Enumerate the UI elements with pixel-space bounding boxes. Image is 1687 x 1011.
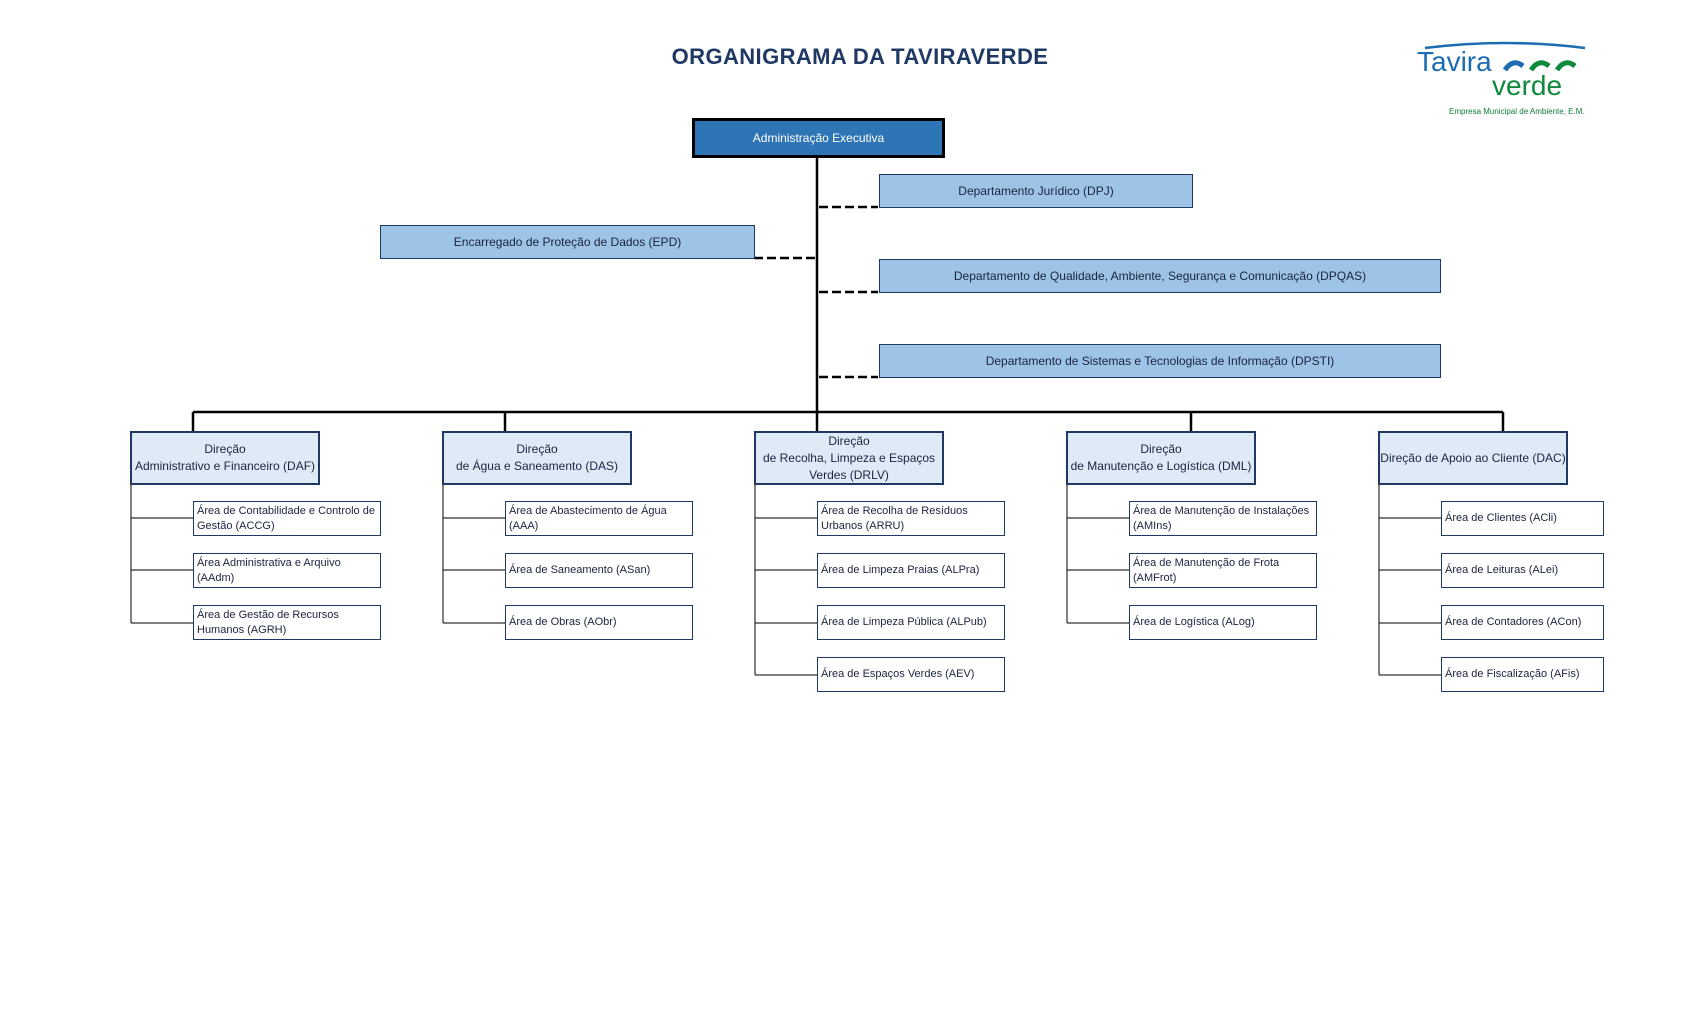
area-aobr-box: Área de Obras (AObr) bbox=[505, 605, 693, 640]
area-arru-box: Área de Recolha de Resíduos Urbanos (ARR… bbox=[817, 501, 1005, 536]
direcao-daf-box: Direção Administrativo e Financeiro (DAF… bbox=[130, 431, 320, 485]
logo-wave-icon bbox=[1424, 41, 1586, 72]
area-alei-box: Área de Leituras (ALei) bbox=[1441, 553, 1604, 588]
direcao-dml-box: Direção de Manutenção e Logística (DML) bbox=[1066, 431, 1256, 485]
epd-box: Encarregado de Proteção de Dados (EPD) bbox=[380, 225, 755, 259]
logo-word-tavira: Tavira bbox=[1417, 46, 1492, 77]
direcao-dac-box: Direção de Apoio ao Cliente (DAC) bbox=[1378, 431, 1568, 485]
dept-dpj-box: Departamento Jurídico (DPJ) bbox=[879, 174, 1193, 208]
area-aev-box: Área de Espaços Verdes (AEV) bbox=[817, 657, 1005, 692]
dept-dpsti-box: Departamento de Sistemas e Tecnologias d… bbox=[879, 344, 1441, 378]
direcao-das-box: Direção de Água e Saneamento (DAS) bbox=[442, 431, 632, 485]
logo-subtitle: Empresa Municipal de Ambiente, E.M. bbox=[1449, 107, 1585, 116]
logo-word-verde: verde bbox=[1492, 70, 1563, 101]
taviraverde-logo: Tavira verde Empresa Municipal de Ambien… bbox=[1405, 40, 1605, 120]
area-alog-box: Área de Logística (ALog) bbox=[1129, 605, 1317, 640]
area-alpra-box: Área de Limpeza Praias (ALPra) bbox=[817, 553, 1005, 588]
dept-dpqas-box: Departamento de Qualidade, Ambiente, Seg… bbox=[879, 259, 1441, 293]
area-amfrot-box: Área de Manutenção de Frota (AMFrot) bbox=[1129, 553, 1317, 588]
administracao-executiva-box: Administração Executiva bbox=[692, 118, 945, 158]
area-aadm-box: Área Administrativa e Arquivo (AAdm) bbox=[193, 553, 381, 588]
area-aaa-box: Área de Abastecimento de Água (AAA) bbox=[505, 501, 693, 536]
area-asan-box: Área de Saneamento (ASan) bbox=[505, 553, 693, 588]
area-afis-box: Área de Fiscalização (AFis) bbox=[1441, 657, 1604, 692]
area-agrh-box: Área de Gestão de Recursos Humanos (AGRH… bbox=[193, 605, 381, 640]
area-acli-box: Área de Clientes (ACli) bbox=[1441, 501, 1604, 536]
area-accg-box: Área de Contabilidade e Controlo de Gest… bbox=[193, 501, 381, 536]
area-amins-box: Área de Manutenção de Instalações (AMIns… bbox=[1129, 501, 1317, 536]
direcao-drlv-box: Direção de Recolha, Limpeza e Espaços Ve… bbox=[754, 431, 944, 485]
area-alpub-box: Área de Limpeza Pública (ALPub) bbox=[817, 605, 1005, 640]
area-acon-box: Área de Contadores (ACon) bbox=[1441, 605, 1604, 640]
chart-title: ORGANIGRAMA DA TAVIRAVERDE bbox=[671, 44, 1049, 69]
